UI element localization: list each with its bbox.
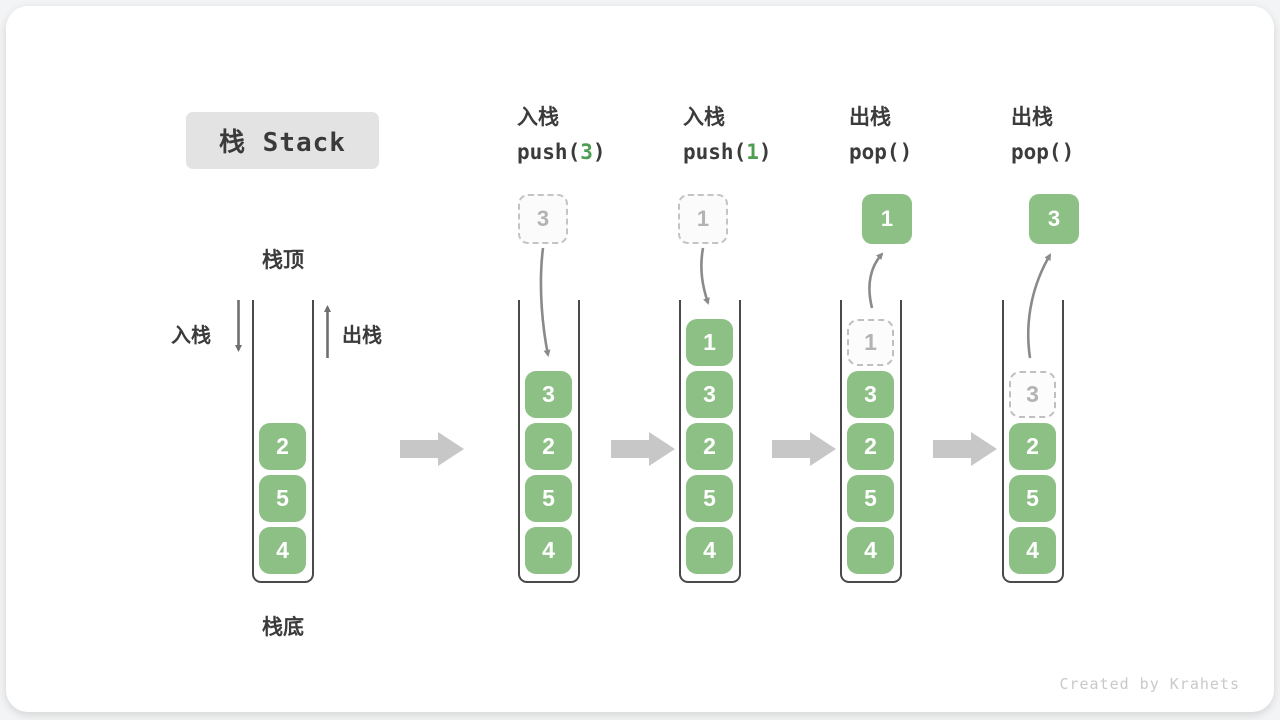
- code-arg: 3: [580, 140, 593, 164]
- code-pre: push(: [683, 140, 747, 164]
- stack-cell: 5: [259, 475, 306, 522]
- op-code: push(1): [683, 134, 833, 170]
- stack-cell: 3: [525, 371, 572, 418]
- op-name: 出栈: [849, 106, 891, 129]
- stack-cell: 4: [847, 527, 894, 574]
- push-direction-label: 入栈: [171, 325, 211, 347]
- code-post: ): [758, 140, 772, 164]
- stack-cell: 1: [686, 319, 733, 366]
- pop-direction-label: 出栈: [342, 325, 382, 347]
- stack-after-push3: 3 2 5 4: [518, 300, 580, 583]
- stack-cell: 2: [1009, 423, 1056, 470]
- stack-top-label: 栈顶: [262, 249, 304, 272]
- code-arg: 1: [746, 140, 759, 164]
- stack-after-push1: 1 3 2 5 4: [679, 300, 741, 583]
- op-name: 入栈: [517, 106, 559, 129]
- stack-cell: 4: [259, 527, 306, 574]
- code-pre: push(: [517, 140, 581, 164]
- op-code: push(3): [517, 134, 667, 170]
- code-post: ): [592, 140, 606, 164]
- incoming-value-box: 3: [518, 194, 568, 244]
- op-code: pop(): [849, 134, 999, 170]
- op-code: pop(): [1011, 134, 1161, 170]
- code-post: ): [1061, 140, 1075, 164]
- stack-cell: 5: [847, 475, 894, 522]
- stack-cell: 5: [1009, 475, 1056, 522]
- stack-cell: 2: [259, 423, 306, 470]
- stack-cell: 4: [525, 527, 572, 574]
- stack-cell: 2: [525, 423, 572, 470]
- stack-initial: 2 5 4: [252, 300, 314, 583]
- incoming-value-box: 1: [678, 194, 728, 244]
- stack-cell-removed: 3: [1009, 371, 1056, 418]
- op-name: 入栈: [683, 106, 725, 129]
- stack-after-pop2: 3 2 5 4: [1002, 300, 1064, 583]
- stack-cell: 4: [1009, 527, 1056, 574]
- stack-cell-removed: 1: [847, 319, 894, 366]
- op-header-push3: 入栈 push(3): [517, 101, 667, 170]
- stack-cell: 4: [686, 527, 733, 574]
- code-pre: pop(: [1011, 140, 1062, 164]
- stack-bottom-label: 栈底: [262, 616, 304, 639]
- stack-after-pop1: 1 3 2 5 4: [840, 300, 902, 583]
- watermark: Created by Krahets: [1059, 675, 1240, 693]
- stack-cell: 5: [525, 475, 572, 522]
- stack-cell: 3: [847, 371, 894, 418]
- stack-cell: 5: [686, 475, 733, 522]
- page-title: 栈 Stack: [219, 128, 346, 158]
- stack-cell: 3: [686, 371, 733, 418]
- popped-value-box: 3: [1029, 194, 1079, 244]
- op-header-push1: 入栈 push(1): [683, 101, 833, 170]
- op-header-pop2: 出栈 pop(): [1011, 101, 1161, 170]
- stack-cell: 2: [847, 423, 894, 470]
- code-pre: pop(: [849, 140, 900, 164]
- stack-cell: 2: [686, 423, 733, 470]
- code-post: ): [899, 140, 913, 164]
- op-name: 出栈: [1011, 106, 1053, 129]
- popped-value-box: 1: [862, 194, 912, 244]
- title-chip: 栈 Stack: [186, 112, 379, 169]
- op-header-pop1: 出栈 pop(): [849, 101, 999, 170]
